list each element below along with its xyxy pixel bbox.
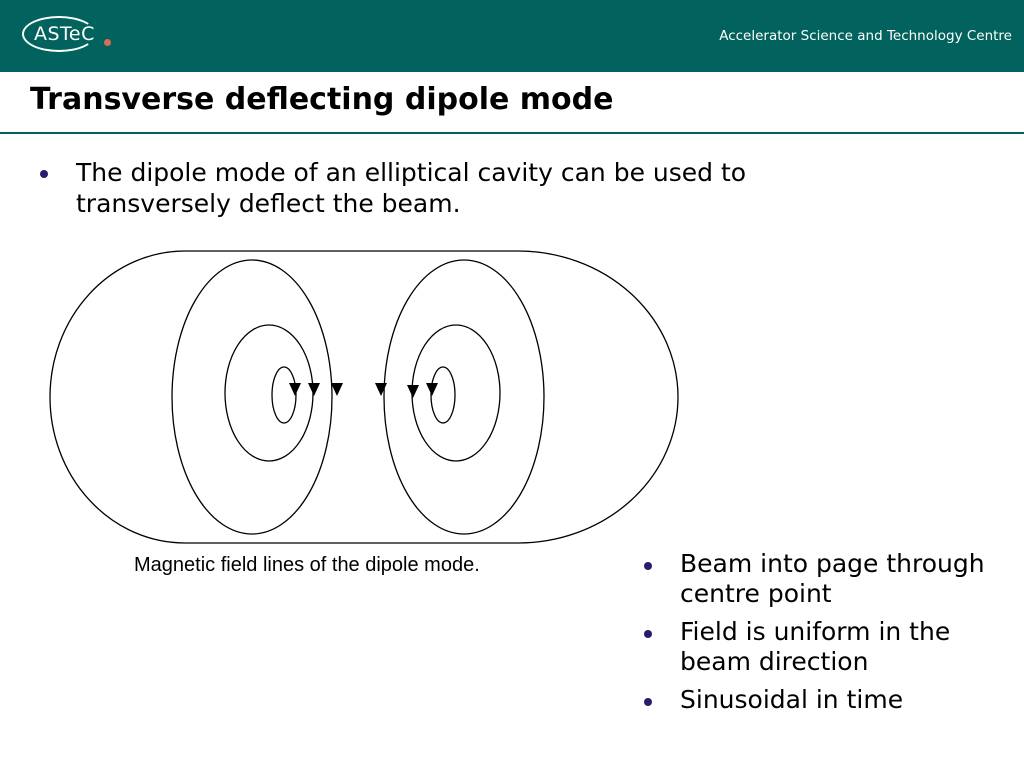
dipole-field-diagram [49,250,679,544]
field-direction-arrow [375,383,387,396]
cavity-outline [49,250,679,544]
diagram-caption: Magnetic field lines of the dipole mode. [134,554,480,576]
intro-bullet-list: The dipole mode of an elliptical cavity … [40,157,900,219]
field-direction-arrow [308,383,320,396]
field-direction-arrow [407,385,419,398]
header-bar: ASTeC Accelerator Science and Technology… [0,0,1024,72]
field-direction-arrow [289,383,301,396]
left-field-loop-outer [171,259,333,535]
field-direction-arrow [426,383,438,396]
field-direction-arrow [331,383,343,396]
side-bullet-item: Beam into page through centre point [644,549,1014,609]
logo-dot-icon [104,39,111,46]
logo-text: ASTeC [34,23,95,45]
right-field-loop-middle [411,324,501,462]
side-bullet-item: Field is uniform in the beam direction [644,617,1014,677]
side-bullet-list: Beam into page through centre point Fiel… [644,549,1014,723]
right-field-loop-inner [430,366,456,424]
slide-title: Transverse deflecting dipole mode [30,82,614,117]
title-divider [0,132,1024,134]
logo-ring-icon [22,16,96,52]
left-field-loop-middle [224,324,314,462]
left-field-loop-inner [271,366,297,424]
intro-bullet-item: The dipole mode of an elliptical cavity … [40,157,900,219]
org-name: Accelerator Science and Technology Centr… [719,28,1012,44]
right-field-loop-outer [383,259,545,535]
side-bullet-item: Sinusoidal in time [644,685,1014,715]
